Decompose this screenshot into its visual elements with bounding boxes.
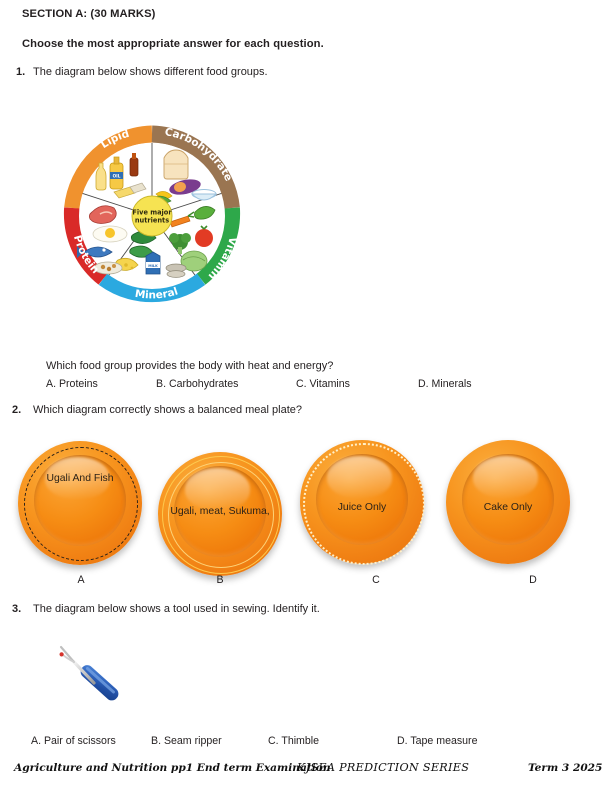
- question-3-option-a[interactable]: A. Pair of scissors: [31, 735, 116, 747]
- plate-c-text: Juice Only: [337, 502, 387, 513]
- question-1-sub-stem: Which food group provides the body with …: [46, 360, 334, 372]
- svg-text:OIL: OIL: [113, 174, 121, 179]
- wheel-foods-vitamin: [169, 206, 216, 272]
- question-3-stem: The diagram below shows a tool used in s…: [33, 603, 320, 615]
- svg-text:MILK: MILK: [148, 264, 158, 268]
- food-groups-wheel-image: OIL: [52, 116, 252, 316]
- plate-label-a: A: [77, 574, 85, 586]
- plate-label-b: B: [216, 574, 224, 586]
- question-1-number: 1.: [16, 66, 26, 78]
- question-2-stem: Which diagram correctly shows a balanced…: [33, 404, 303, 416]
- footer-left-text: Agriculture and Nutrition pp1 End term E…: [14, 762, 331, 774]
- wheel-foods-lipid: OIL: [95, 153, 147, 199]
- plate-b-inner-rim: [167, 461, 275, 569]
- wheel-label-mineral-text: Mineral: [134, 285, 179, 301]
- plate-d-inner: [462, 453, 554, 546]
- wheel-foods-carbohydrate: [152, 149, 218, 204]
- plate-option-a[interactable]: Ugali And Fish: [18, 441, 142, 565]
- question-1-stem: The diagram below shows different food g…: [33, 66, 268, 78]
- question-3-number: 3.: [12, 603, 22, 615]
- plate-a-text: Ugali And Fish: [46, 473, 114, 484]
- question-3-option-b[interactable]: B. Seam ripper: [151, 735, 222, 747]
- seam-ripper-head: [59, 645, 76, 664]
- plate-option-b[interactable]: Ugali, meat, Sukuma,: [158, 452, 282, 576]
- question-1-option-b[interactable]: B. Carbohydrates: [156, 378, 239, 390]
- plate-option-d[interactable]: Cake Only: [446, 440, 570, 564]
- food-wheel-svg: OIL: [63, 125, 241, 303]
- wheel-outer-ring: [63, 125, 241, 303]
- plate-label-d: D: [529, 574, 537, 586]
- seam-ripper-handle: [80, 665, 119, 701]
- plate-option-c[interactable]: Juice Only: [300, 440, 425, 565]
- plate-label-c: C: [372, 574, 380, 586]
- plate-a-dashed-rim: [23, 446, 139, 562]
- wheel-center-line1: Five major: [132, 209, 172, 217]
- seam-ripper-shaft: [72, 660, 96, 685]
- section-title: SECTION A: (30 MARKS): [22, 8, 156, 20]
- question-1-option-d[interactable]: D. Minerals: [418, 378, 472, 390]
- plate-c-beaded-rim: [303, 443, 425, 565]
- question-3-option-c[interactable]: C. Thimble: [268, 735, 320, 747]
- plate-b-outer-rim: [161, 455, 281, 575]
- question-1-option-a[interactable]: A. Proteins: [46, 378, 98, 390]
- question-1-option-c[interactable]: C. Vitamins: [296, 378, 350, 390]
- seam-ripper-image: [44, 636, 134, 712]
- wheel-center-circle: [131, 195, 173, 237]
- footer-middle-text: KJSEA PREDICTION SERIES: [297, 761, 470, 774]
- footer-right-text: Term 3 2025: [528, 762, 603, 774]
- instruction-line: Choose the most appropriate answer for e…: [22, 38, 324, 50]
- wheel-label-mineral: Mineral: [134, 285, 179, 301]
- seam-ripper-svg: [59, 645, 119, 701]
- page-footer: Agriculture and Nutrition pp1 End term E…: [0, 760, 612, 784]
- plate-d-text: Cake Only: [483, 502, 533, 513]
- wheel-center-line2: nutrients: [135, 217, 169, 225]
- plate-b-text: Ugali, meat, Sukuma,: [170, 506, 270, 517]
- wheel-foods-protein: [77, 205, 128, 275]
- question-2-number: 2.: [12, 404, 22, 416]
- question-3-option-d[interactable]: D. Tape measure: [397, 735, 478, 747]
